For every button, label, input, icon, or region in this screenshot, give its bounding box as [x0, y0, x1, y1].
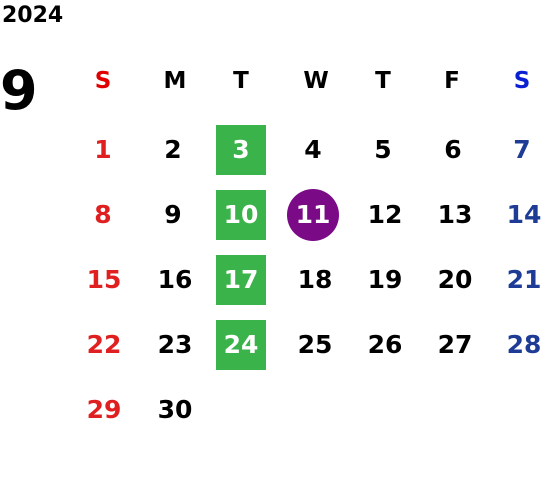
day-cell[interactable]: 12 [367, 200, 403, 229]
day-cell[interactable]: 21 [506, 265, 542, 294]
weekday-friday: F [444, 68, 460, 94]
day-cell[interactable]: 15 [86, 265, 122, 294]
day-cell[interactable]: 4 [304, 135, 322, 164]
day-cell-highlighted[interactable]: 3 [211, 125, 271, 175]
day-cell[interactable]: 7 [513, 135, 531, 164]
day-cell[interactable]: 29 [86, 395, 122, 424]
month-number: 9 [0, 59, 38, 122]
weekday-monday: M [163, 68, 187, 94]
day-cell[interactable]: 1 [94, 135, 112, 164]
day-cell[interactable]: 2 [164, 135, 182, 164]
day-cell[interactable]: 28 [506, 330, 542, 359]
day-cell[interactable]: 26 [367, 330, 403, 359]
day-cell[interactable]: 16 [157, 265, 193, 294]
day-cell[interactable]: 9 [164, 200, 182, 229]
day-cell[interactable]: 23 [157, 330, 193, 359]
day-cell[interactable]: 19 [367, 265, 403, 294]
day-cell[interactable]: 14 [506, 200, 542, 229]
day-cell-highlighted[interactable]: 10 [211, 190, 271, 240]
day-cell[interactable]: 20 [437, 265, 473, 294]
weekday-tuesday: T [233, 68, 249, 94]
day-cell[interactable]: 6 [444, 135, 462, 164]
day-cell[interactable]: 8 [94, 200, 112, 229]
day-cell-highlighted[interactable]: 17 [211, 255, 271, 305]
day-cell[interactable]: 22 [86, 330, 122, 359]
day-cell-highlighted[interactable]: 24 [211, 320, 271, 370]
day-cell[interactable]: 13 [437, 200, 473, 229]
day-cell[interactable]: 30 [157, 395, 193, 424]
day-cell[interactable]: 18 [297, 265, 333, 294]
day-cell[interactable]: 5 [374, 135, 392, 164]
weekday-thursday: T [375, 68, 391, 94]
day-cell[interactable]: 27 [437, 330, 473, 359]
day-cell[interactable]: 25 [297, 330, 333, 359]
weekday-wednesday: W [303, 68, 329, 94]
weekday-saturday: S [513, 68, 531, 94]
year-label: 2024 [2, 3, 64, 28]
weekday-sunday: S [94, 68, 112, 94]
day-cell-today[interactable]: 11 [283, 189, 343, 241]
